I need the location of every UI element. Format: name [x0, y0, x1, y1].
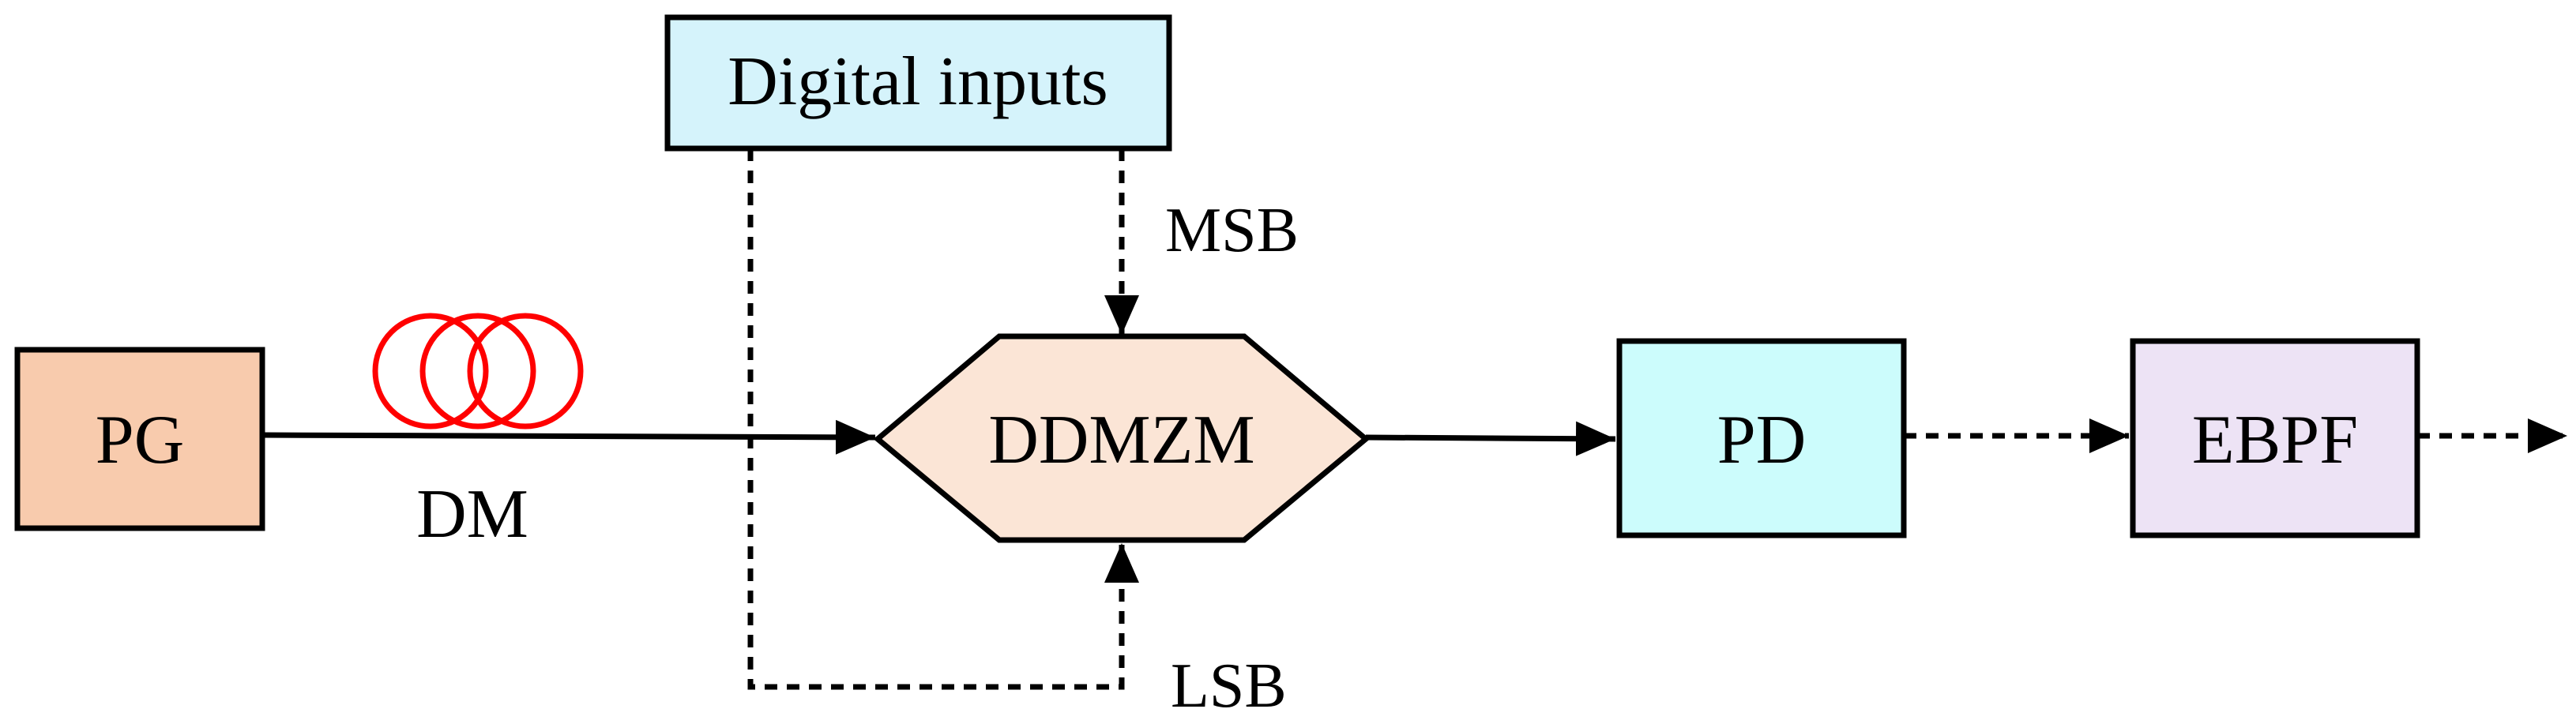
dm-label: DM: [416, 476, 528, 553]
pd-label: PD: [1717, 402, 1807, 478]
lsb-label: LSB: [1171, 651, 1287, 721]
ddmzm-label: DDMZM: [988, 402, 1254, 478]
pd-box: [1616, 338, 1907, 538]
link-ddmzm-to-pd: [1365, 421, 1616, 456]
pg-block: PG: [14, 347, 265, 531]
digital-inputs-block: Digital inputs: [664, 14, 1172, 152]
lsb-signal-line: [747, 148, 1139, 690]
dispersion-fiber-coil-icon: [372, 313, 584, 430]
digital-inputs-label: Digital inputs: [728, 43, 1108, 120]
pg-label: PG: [96, 402, 185, 478]
fiber-link-pg-to-ddmzm: [261, 419, 876, 455]
digital-inputs-box: [664, 14, 1172, 152]
pg-box: [14, 347, 265, 531]
ebpf-label: EBPF: [2192, 402, 2358, 478]
ebpf-box: [2130, 338, 2420, 538]
ddmzm-block: DDMZM: [873, 333, 1371, 543]
msb-label: MSB: [1165, 196, 1299, 265]
pd-block: PD: [1616, 338, 1907, 538]
ebpf-block: EBPF: [2130, 338, 2420, 538]
